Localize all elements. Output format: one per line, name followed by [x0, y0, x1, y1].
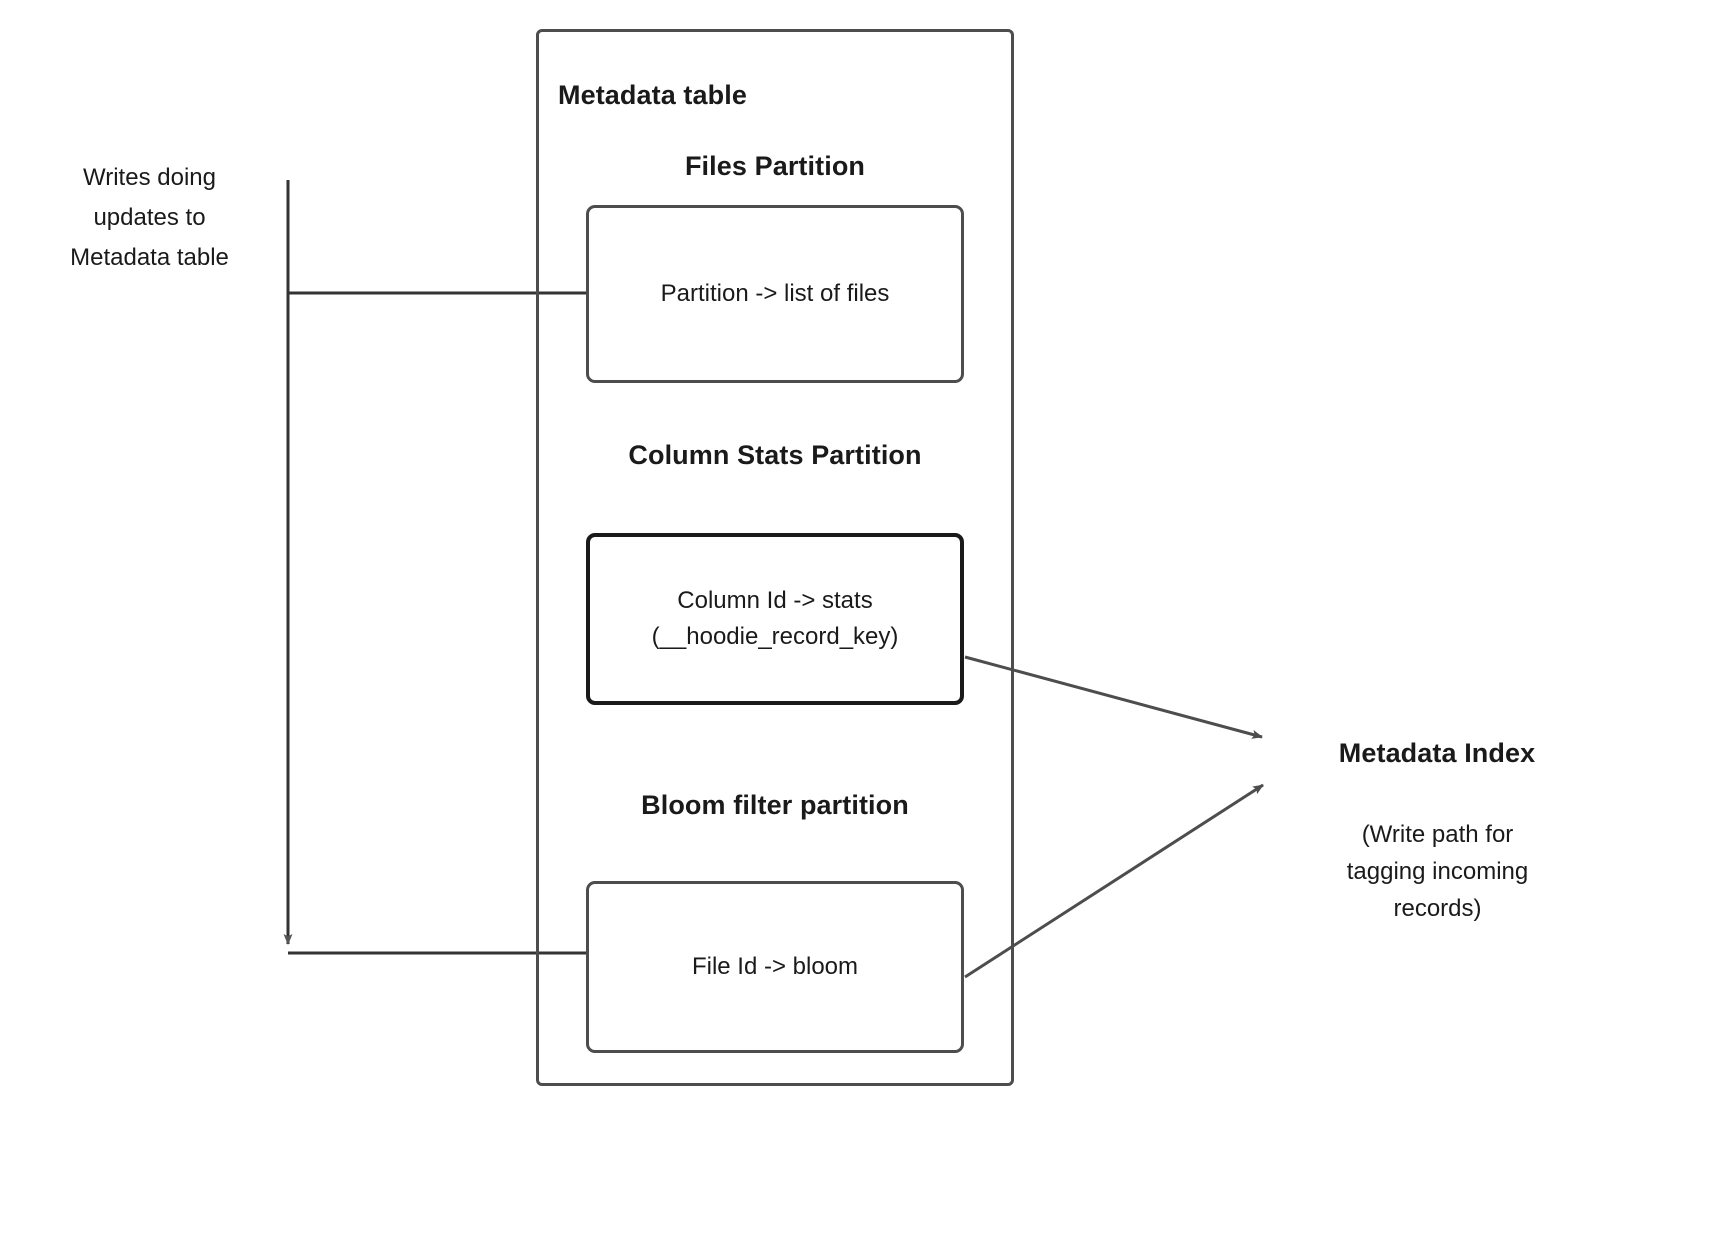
files-partition-heading: Files Partition — [684, 151, 866, 181]
files-partition-box-text: Partition -> list of files — [660, 280, 890, 307]
metadata-table-container — [536, 29, 1014, 1086]
metadata-table-title: Metadata table — [558, 80, 747, 110]
metadata-index-caption: (Write path for tagging incoming records… — [1346, 821, 1529, 922]
metadata-index-title: Metadata Index — [1338, 738, 1536, 768]
column-stats-partition-heading: Column Stats Partition — [628, 440, 922, 470]
bloom-filter-partition-box: File Id -> bloom — [586, 881, 964, 1053]
files-partition-box: Partition -> list of files — [586, 205, 964, 383]
bloom-filter-partition-box-text: File Id -> bloom — [691, 953, 859, 980]
column-stats-partition-box: Column Id -> stats (__hoodie_record_key) — [586, 533, 964, 705]
writes-annotation-label: Writes doing updates to Metadata table — [70, 164, 229, 271]
bloom-filter-partition-heading: Bloom filter partition — [641, 790, 909, 820]
column-stats-partition-box-text: Column Id -> stats (__hoodie_record_key) — [651, 587, 899, 650]
